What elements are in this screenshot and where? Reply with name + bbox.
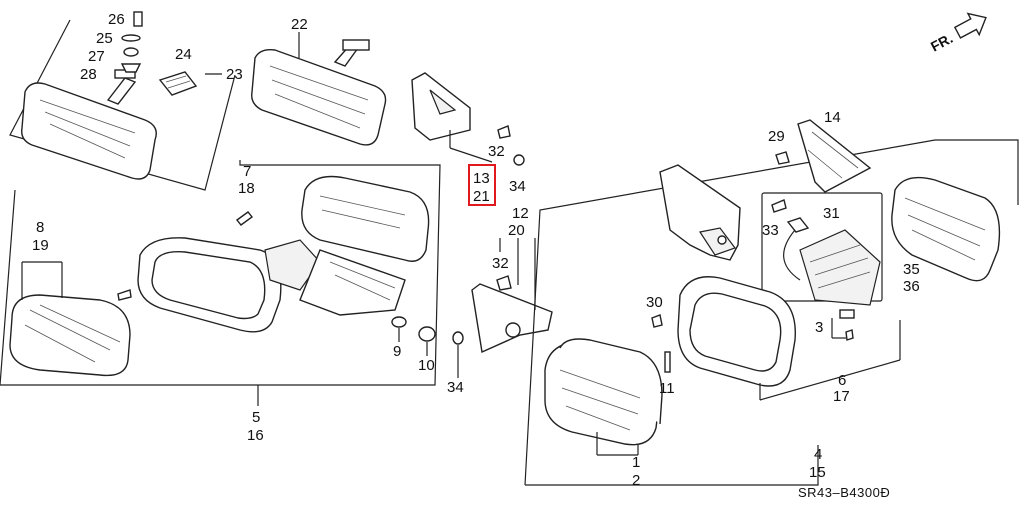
callout-32-top: 32 [488, 143, 505, 160]
callout-7: 7 [243, 163, 251, 180]
callout-32-mid: 32 [492, 255, 509, 272]
right-mirror-assembly [524, 119, 1019, 486]
callout-28: 28 [80, 66, 97, 83]
callout-16: 16 [247, 427, 264, 444]
callout-11: 11 [659, 380, 675, 397]
callout-22: 22 [291, 16, 308, 33]
rearview-mirror-22 [251, 32, 387, 146]
callout-9: 9 [393, 343, 401, 360]
callout-5: 5 [252, 409, 260, 426]
callout-6: 6 [838, 372, 846, 389]
diagram-code: SR43–B4300Đ [798, 485, 890, 500]
callout-20: 20 [508, 222, 525, 239]
callout-21: 21 [473, 188, 490, 205]
direction-label: FR. [928, 30, 955, 55]
left-mirror-assembly [0, 160, 464, 406]
callout-labels: 26 25 27 28 24 23 22 7 18 8 19 9 10 5 16… [32, 11, 920, 489]
callout-27: 27 [88, 48, 105, 65]
callout-30: 30 [646, 294, 663, 311]
callout-17: 17 [833, 388, 850, 405]
sail-garnish [471, 238, 553, 354]
callout-18: 18 [238, 180, 255, 197]
callout-36: 36 [903, 278, 920, 295]
callout-25: 25 [96, 30, 113, 47]
callout-10: 10 [418, 357, 435, 374]
callout-31: 31 [823, 205, 840, 222]
callout-14: 14 [824, 109, 841, 126]
rearview-mirror-group [9, 11, 236, 191]
callout-23: 23 [226, 66, 243, 83]
callout-26: 26 [108, 11, 125, 28]
callout-3: 3 [815, 319, 823, 336]
callout-24: 24 [175, 46, 192, 63]
callout-33: 33 [762, 222, 779, 239]
callout-34-top: 34 [509, 178, 526, 195]
callout-8: 8 [36, 219, 44, 236]
callout-15: 15 [809, 464, 826, 481]
callout-4: 4 [814, 446, 822, 463]
callout-29: 29 [768, 128, 785, 145]
callout-34-left: 34 [447, 379, 464, 396]
callout-13: 13 [473, 170, 490, 187]
front-direction-arrow: FR. [928, 12, 987, 55]
highlight-box [468, 164, 496, 206]
corner-garnish [411, 72, 525, 166]
callout-19: 19 [32, 237, 49, 254]
callout-12: 12 [512, 205, 529, 222]
callout-1: 1 [632, 454, 640, 471]
callout-35: 35 [903, 261, 920, 278]
callout-2: 2 [632, 472, 640, 489]
